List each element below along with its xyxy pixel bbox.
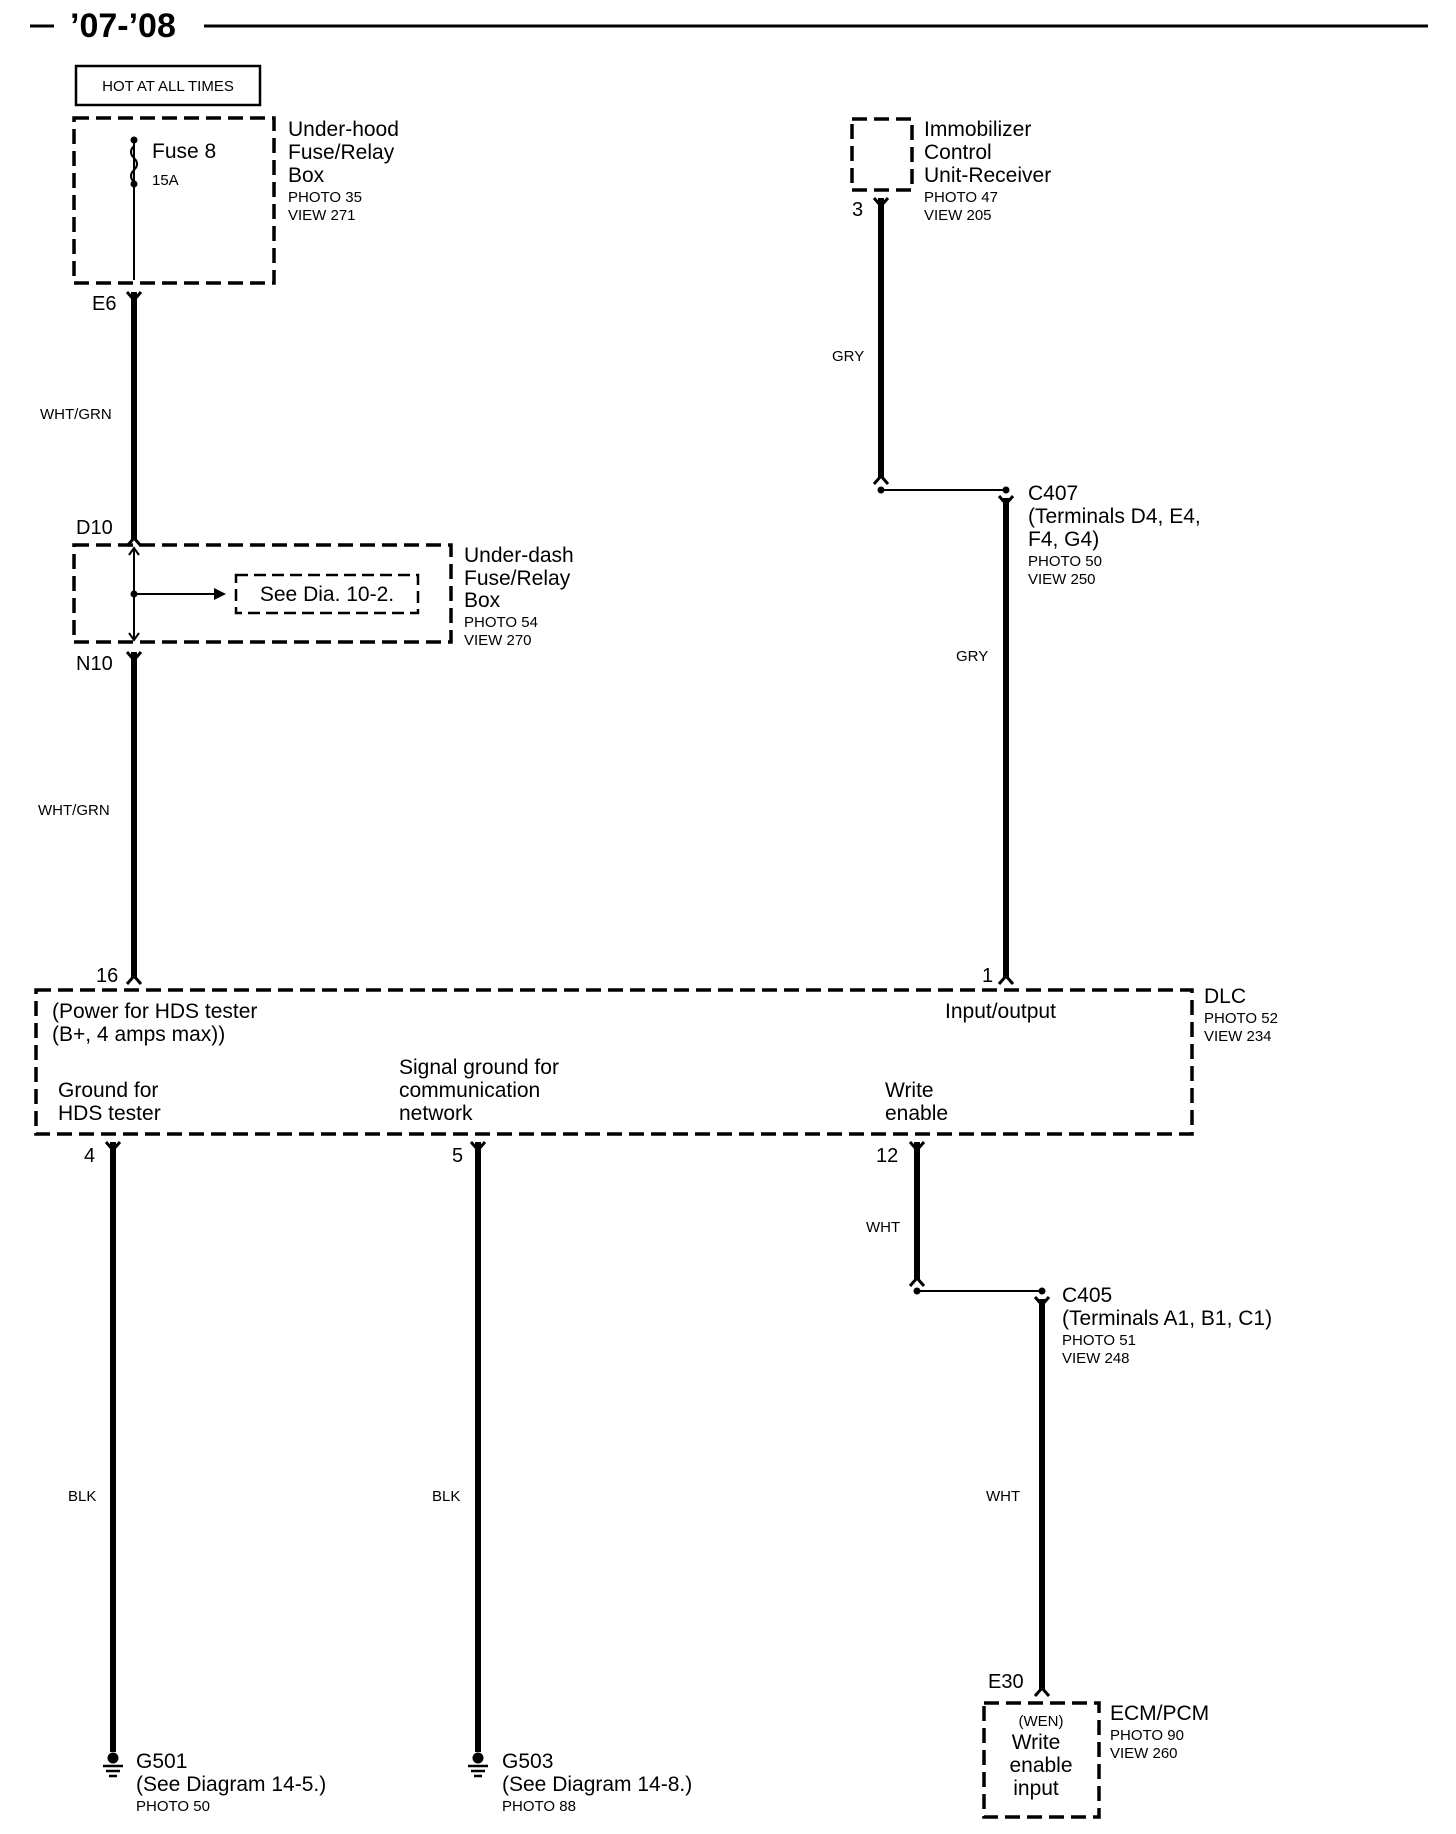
dlc-power-label-2: (B+, 4 amps max))	[52, 1023, 225, 1046]
c407-terminals-2: F4, G4)	[1028, 528, 1099, 551]
underhood-name-2: Fuse/Relay	[288, 141, 395, 164]
dlc-box	[34, 988, 1194, 1136]
fuse-dot-top	[130, 136, 138, 144]
immobilizer-view: VIEW 205	[924, 207, 992, 224]
dlc-signal-ground-label-2: communication	[399, 1079, 540, 1102]
immobilizer-name-2: Control	[924, 141, 992, 164]
underhood-name-1: Under-hood	[288, 118, 399, 141]
fuse-dot-bottom	[130, 180, 138, 188]
wire-label-blk-2: BLK	[432, 1488, 460, 1505]
g503-name: G503	[502, 1750, 553, 1773]
pin-16: 16	[96, 965, 118, 987]
ecm-wen: (WEN)	[1019, 1713, 1064, 1730]
page-title: ’07-’08	[70, 7, 176, 45]
pin-1: 1	[982, 965, 993, 987]
dlc-photo: PHOTO 52	[1204, 1010, 1278, 1027]
dlc-ground-label-1: Ground for	[58, 1079, 158, 1102]
immobilizer-name-1: Immobilizer	[924, 118, 1031, 141]
ecm-write: Write	[1012, 1731, 1061, 1754]
underdash-name-3: Box	[464, 589, 501, 612]
dlc-name: DLC	[1204, 985, 1246, 1008]
c407-view: VIEW 250	[1028, 571, 1096, 588]
fuse-rating: 15A	[152, 172, 179, 189]
ground-icon-g503	[468, 1752, 488, 1778]
ecm-photo: PHOTO 90	[1110, 1727, 1184, 1744]
hot-label-box	[74, 64, 262, 107]
ecm-box	[982, 1701, 1101, 1819]
dlc-write-label-2: enable	[885, 1102, 948, 1125]
underhood-name-3: Box	[288, 164, 325, 187]
dlc-power-label-1: (Power for HDS tester	[52, 1000, 257, 1023]
fuse-icon	[130, 145, 138, 183]
immobilizer-box	[850, 117, 914, 192]
pin-mark-e30	[1033, 1685, 1051, 1697]
underdash-view: VIEW 270	[464, 632, 532, 649]
dlc-ground-label-2: HDS tester	[58, 1102, 161, 1125]
wire-label-gry-1: GRY	[832, 348, 864, 365]
ground-icon-g501	[103, 1752, 123, 1778]
underhood-view: VIEW 271	[288, 207, 356, 224]
see-dia-label: See Dia. 10-2.	[260, 583, 394, 606]
ecm-name: ECM/PCM	[1110, 1702, 1209, 1725]
pin-e30: E30	[988, 1671, 1024, 1693]
wire-label-gry-2: GRY	[956, 648, 988, 665]
g501-name: G501	[136, 1750, 187, 1773]
wire-label-wht-grn-2: WHT/GRN	[38, 802, 110, 819]
see-dia-box	[234, 573, 420, 615]
c405-terminals: (Terminals A1, B1, C1)	[1062, 1307, 1272, 1330]
c407-dot-b	[1002, 486, 1010, 494]
pin-e6: E6	[92, 293, 116, 315]
pin-mark-16	[125, 973, 143, 985]
ecm-view: VIEW 260	[1110, 1745, 1178, 1762]
g501-see: (See Diagram 14-5.)	[136, 1773, 326, 1796]
pin-mark-c405-a	[908, 1275, 926, 1287]
c405-dot-a	[913, 1287, 921, 1295]
pin-4: 4	[84, 1145, 95, 1167]
dlc-view: VIEW 234	[1204, 1028, 1272, 1045]
ecm-input: input	[1013, 1777, 1059, 1800]
wire-label-blk-1: BLK	[68, 1488, 96, 1505]
immobilizer-name-3: Unit-Receiver	[924, 164, 1051, 187]
immobilizer-photo: PHOTO 47	[924, 189, 998, 206]
c407-name: C407	[1028, 482, 1078, 505]
c407-photo: PHOTO 50	[1028, 553, 1102, 570]
fuse-label: Fuse 8	[152, 140, 216, 163]
pin-12: 12	[876, 1145, 898, 1167]
underdash-photo: PHOTO 54	[464, 614, 538, 631]
g501-photo: PHOTO 50	[136, 1798, 210, 1815]
underdash-arrow-down	[128, 632, 140, 642]
wire-label-wht-grn-1: WHT/GRN	[40, 406, 112, 423]
c405-photo: PHOTO 51	[1062, 1332, 1136, 1349]
dlc-write-label-1: Write	[885, 1079, 934, 1102]
underhood-photo: PHOTO 35	[288, 189, 362, 206]
pin-d10: D10	[76, 517, 113, 539]
dlc-io-label: Input/output	[945, 1000, 1056, 1023]
underdash-name-1: Under-dash	[464, 544, 574, 567]
c407-terminals-1: (Terminals D4, E4,	[1028, 505, 1201, 528]
c405-dot-b	[1038, 1287, 1046, 1295]
underdash-name-2: Fuse/Relay	[464, 567, 571, 590]
ecm-enable: enable	[1009, 1754, 1072, 1777]
g503-photo: PHOTO 88	[502, 1798, 576, 1815]
pin-5: 5	[452, 1145, 463, 1167]
c405-view: VIEW 248	[1062, 1350, 1130, 1367]
g503-see: (See Diagram 14-8.)	[502, 1773, 692, 1796]
arrow-right-icon	[214, 588, 226, 600]
c407-dot-a	[877, 486, 885, 494]
underdash-arrow-up	[128, 546, 140, 556]
pin-immobilizer-3: 3	[852, 199, 863, 221]
pin-mark-c407-a	[872, 473, 890, 485]
c405-name: C405	[1062, 1284, 1112, 1307]
wire-label-wht-2: WHT	[986, 1488, 1020, 1505]
dlc-signal-ground-label-3: network	[399, 1102, 473, 1125]
underhood-box	[72, 116, 276, 285]
hot-label: HOT AT ALL TIMES	[102, 78, 234, 95]
wire-label-wht-1: WHT	[866, 1219, 900, 1236]
pin-n10: N10	[76, 653, 113, 675]
underdash-box	[72, 543, 453, 644]
dlc-signal-ground-label-1: Signal ground for	[399, 1056, 559, 1079]
pin-mark-1	[997, 973, 1015, 985]
